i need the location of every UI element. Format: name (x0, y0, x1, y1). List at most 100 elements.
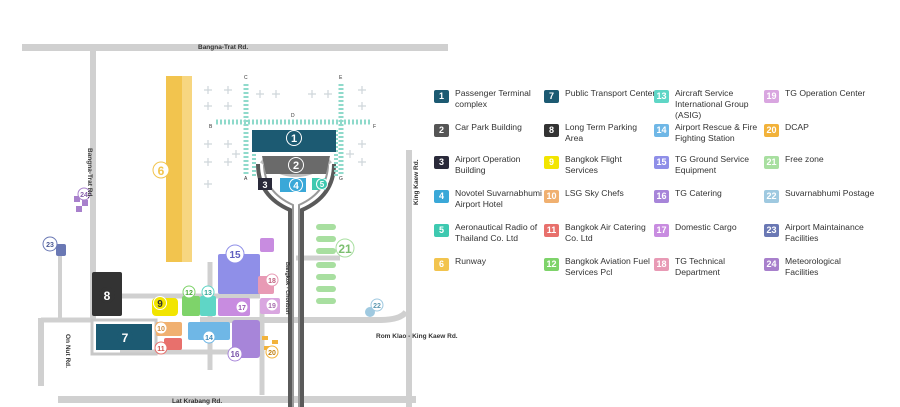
taxiway-label-d: D (291, 113, 295, 119)
legend-item-6: 6 Runway (434, 256, 546, 271)
label-road-chonburi: Bangkok - Chonburi (284, 262, 290, 315)
legend-label: TG Technical Department (675, 256, 725, 277)
map-markers: 1 2 3 4 5 6 7 8 9 10 11 12 13 14 15 16 1 (42, 130, 384, 362)
legend-label: Airport Rescue & Fire Fighting Station (675, 122, 758, 143)
facility-24-met[interactable] (74, 196, 88, 212)
label-road-rom-klao: Rom Klao - King Kaew Rd. (376, 333, 458, 340)
legend-badge: 14 (654, 124, 669, 137)
road-bangna-trat-left (90, 51, 96, 321)
marker-13: 13 (204, 290, 212, 297)
legend-label: Passenger Terminal complex (455, 88, 531, 109)
legend-item-21: 21 Free zone (764, 154, 876, 169)
legend-badge: 16 (654, 190, 669, 203)
marker-22: 22 (373, 303, 381, 310)
facility-15[interactable] (218, 254, 260, 294)
legend-badge: 12 (544, 258, 559, 271)
legend-label: Bangkok Aviation Fuel Services Pcl (565, 256, 650, 277)
legend-badge: 21 (764, 156, 779, 169)
legend-badge: 7 (544, 90, 559, 103)
legend-item-9: 9 Bangkok Flight Services (544, 154, 656, 176)
legend-label: Free zone (785, 154, 824, 164)
legend-item-22: 22 Suvarnabhumi Postage (764, 188, 876, 203)
facility-21-free-zone[interactable] (316, 224, 336, 304)
marker-3: 3 (262, 180, 267, 190)
taxiway-letters: C E D B F A G (209, 75, 376, 182)
label-road-lat-krabang: Lat Krabang Rd. (172, 398, 222, 405)
runway-west (166, 76, 182, 262)
marker-17: 17 (238, 305, 246, 312)
legend-label: Bangkok Flight Services (565, 154, 622, 175)
facility-11[interactable] (164, 338, 182, 350)
runways (166, 76, 192, 262)
marker-12: 12 (185, 290, 193, 297)
marker-7: 7 (122, 331, 129, 345)
label-road-on-nut: On Nut Rd. (64, 334, 71, 368)
road-lat-krabang (58, 396, 416, 403)
legend-label: Car Park Building (455, 122, 522, 132)
label-road-left: Bangna-Trat Rd. (86, 148, 93, 198)
marker-14: 14 (205, 335, 213, 342)
legend-item-19: 19 TG Operation Center (764, 88, 876, 103)
legend-badge: 4 (434, 190, 449, 203)
road-bangna-trat-top (22, 44, 448, 51)
marker-18: 18 (268, 278, 276, 285)
legend-badge: 17 (654, 224, 669, 237)
taxiway-label-f: F (373, 124, 376, 130)
marker-15: 15 (229, 250, 241, 261)
legend-badge: 10 (544, 190, 559, 203)
legend-badge: 5 (434, 224, 449, 237)
marker-5: 5 (320, 180, 325, 189)
legend-label: Long Term Parking Area (565, 122, 637, 143)
legend-item-14: 14 Airport Rescue & Fire Fighting Station (654, 122, 766, 144)
road-on-nut (38, 318, 44, 386)
road-labels: Bangna-Trat Rd. Bangna-Trat Rd. On Nut R… (64, 44, 458, 405)
legend-badge: 20 (764, 124, 779, 137)
legend-label: TG Operation Center (785, 88, 866, 98)
legend-badge: 22 (764, 190, 779, 203)
taxiway-label-a: A (244, 176, 248, 182)
legend-item-18: 18 TG Technical Department (654, 256, 766, 278)
taxiway-label-g: G (339, 176, 343, 182)
legend-badge: 9 (544, 156, 559, 169)
road-rom-klao (200, 309, 409, 323)
taxiway-label-e: E (339, 75, 343, 81)
facility-23-maintenance[interactable] (56, 244, 66, 256)
legend-badge: 19 (764, 90, 779, 103)
legend-badge: 15 (654, 156, 669, 169)
legend-label: Aeronautical Radio of Thailand Co. Ltd (455, 222, 538, 243)
runway-west-stub (182, 76, 192, 262)
marker-1: 1 (291, 133, 297, 145)
facility-7-ring (90, 318, 158, 356)
legend-label: TG Ground Service Equipment (675, 154, 750, 175)
legend-badge: 8 (544, 124, 559, 137)
facility-12[interactable] (182, 296, 200, 316)
legend-label: Suvarnabhumi Postage (785, 188, 875, 198)
legend-label: Airport Maintainance Facilities (785, 222, 864, 243)
facility-purple-small (260, 238, 274, 252)
marker-21: 21 (338, 242, 352, 256)
marker-2: 2 (293, 160, 299, 172)
legend-badge: 24 (764, 258, 779, 271)
legend-badge: 13 (654, 90, 669, 103)
marker-4: 4 (293, 181, 299, 192)
legend-badge: 6 (434, 258, 449, 271)
legend-item-1: 1 Passenger Terminal complex (434, 88, 546, 110)
marker-20: 20 (268, 350, 276, 357)
legend-badge: 1 (434, 90, 449, 103)
facility-13[interactable] (200, 296, 216, 316)
legend-badge: 18 (654, 258, 669, 271)
legend-label: Runway (455, 256, 487, 266)
marker-11: 11 (157, 346, 165, 353)
marker-6: 6 (158, 164, 165, 178)
marker-19: 19 (268, 303, 276, 310)
legend-badge: 3 (434, 156, 449, 169)
